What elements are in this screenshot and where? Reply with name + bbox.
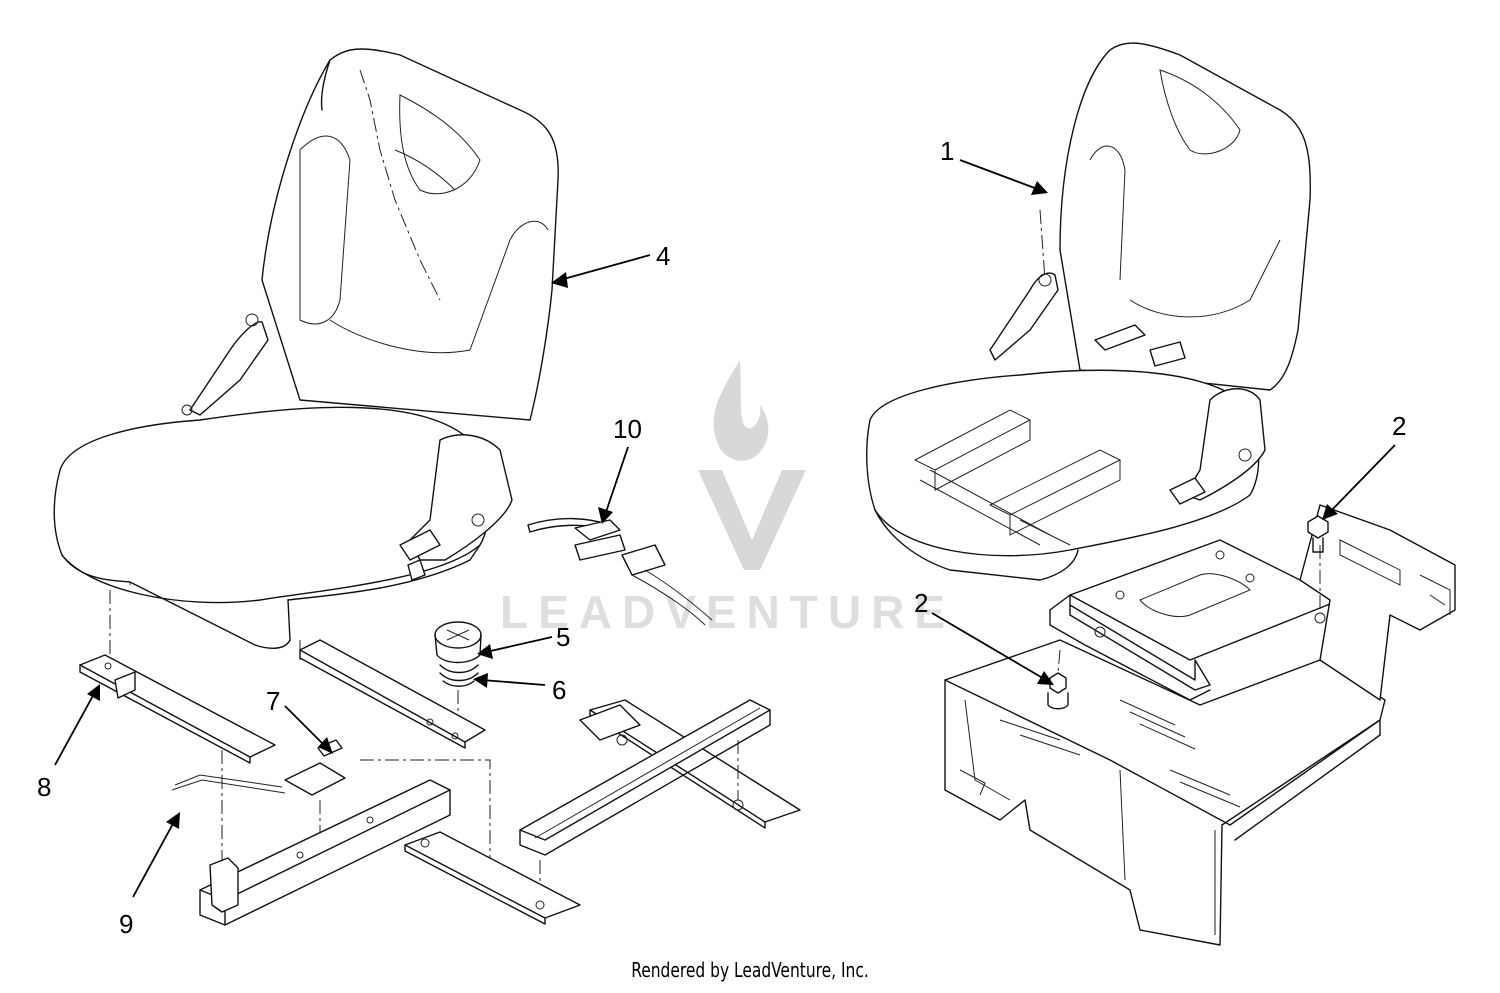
seat-mount-bracket [199, 779, 451, 926]
callout-label-8: 8 [37, 772, 51, 802]
watermark-logo: LEADVENTURE [500, 360, 955, 638]
hex-bolt-upper [1307, 515, 1329, 553]
watermark-text: LEADVENTURE [500, 586, 955, 638]
seat-switch [171, 739, 491, 865]
seat-slide-rail [404, 699, 801, 925]
callout-arrows [54, 159, 1396, 898]
callout-label-10: 10 [613, 414, 642, 444]
callout-label-9: 9 [119, 909, 133, 939]
credit-line: Rendered by LeadVenture, Inc. [631, 958, 869, 982]
callout-label-7: 7 [266, 686, 280, 716]
bumper-and-spring [434, 621, 482, 735]
callout-label-4: 4 [656, 241, 670, 271]
callout-label-6: 6 [552, 675, 566, 705]
callout-label-1: 1 [940, 136, 954, 166]
callout-label-2-lower: 2 [914, 588, 928, 618]
seat-assembly-right [866, 42, 1312, 581]
seat-assembly-left [53, 48, 559, 660]
seat-belt [527, 517, 713, 626]
hex-bolt-lower [1047, 649, 1069, 710]
callout-label-2-upper: 2 [1392, 411, 1406, 441]
seat-rail-plate [79, 639, 486, 764]
callout-label-5: 5 [556, 622, 570, 652]
